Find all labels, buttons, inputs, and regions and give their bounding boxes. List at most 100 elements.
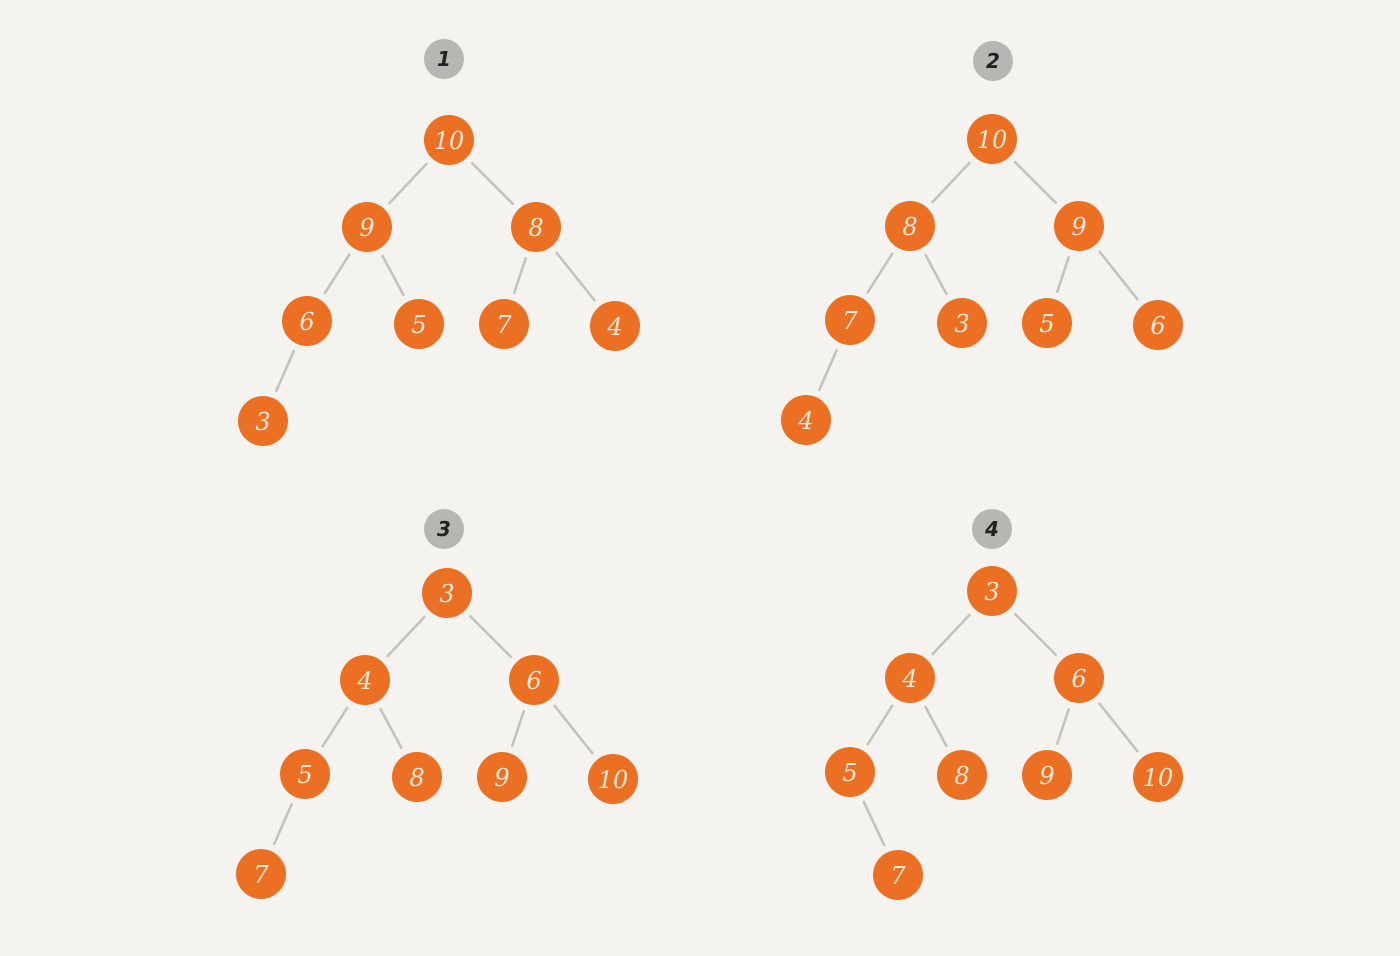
node-label: 10 <box>977 126 1008 154</box>
tree-4-node-3: 6 <box>1054 653 1104 703</box>
node-circle <box>394 299 444 349</box>
node-label: 8 <box>902 213 917 241</box>
node-circle <box>1022 298 1072 348</box>
node-label: 3 <box>984 578 999 606</box>
node-label: 4 <box>797 407 813 435</box>
node-circle <box>588 754 638 804</box>
node-label: 6 <box>526 667 541 695</box>
node-label: 5 <box>297 761 312 789</box>
tree-4-edge-3 <box>866 704 894 746</box>
node-circle <box>238 396 288 446</box>
node-circle <box>781 395 831 445</box>
tree-2-node-2: 8 <box>885 201 935 251</box>
tree-1-badge: 1 <box>424 39 464 79</box>
tree-1-edge-6 <box>555 251 596 302</box>
tree-1-node-4: 6 <box>282 296 332 346</box>
node-label: 4 <box>356 667 372 695</box>
tree-1-node-8: 3 <box>238 396 288 446</box>
node-label: 6 <box>1150 312 1165 340</box>
tree-2-edge-2 <box>1013 161 1057 204</box>
tree-2-node-3: 9 <box>1054 201 1104 251</box>
node-label: 8 <box>528 214 543 242</box>
node-label: 3 <box>954 310 969 338</box>
node-circle <box>422 568 472 618</box>
tree-4-edge-7 <box>862 800 886 847</box>
tree-4-node-2: 4 <box>885 653 935 703</box>
badge-label: 3 <box>437 517 451 541</box>
node-circle <box>479 299 529 349</box>
tree-2-edge-5 <box>1056 255 1070 294</box>
tree-2-edge-1 <box>931 161 971 204</box>
node-circle <box>236 849 286 899</box>
tree-4-edge-6 <box>1098 702 1139 753</box>
tree-4-badge: 4 <box>972 509 1012 549</box>
badge-circle <box>424 509 464 549</box>
tree-4-node-8: 7 <box>873 850 923 900</box>
tree-2-edge-4 <box>924 253 948 296</box>
node-label: 3 <box>255 408 270 436</box>
tree-3-node-5: 8 <box>392 752 442 802</box>
node-label: 4 <box>606 313 622 341</box>
badge-circle <box>973 41 1013 81</box>
badge-label: 4 <box>984 517 999 541</box>
node-label: 8 <box>954 762 969 790</box>
edges-layer <box>272 161 1139 847</box>
tree-3-badge: 3 <box>424 509 464 549</box>
node-label: 9 <box>1039 762 1054 790</box>
tree-4-node-5: 8 <box>937 750 987 800</box>
tree-3-edge-7 <box>272 802 294 846</box>
tree-4-edge-1 <box>931 613 971 656</box>
tree-1-node-5: 5 <box>394 299 444 349</box>
tree-2-node-8: 4 <box>781 395 831 445</box>
node-label: 7 <box>842 307 858 335</box>
tree-3-node-2: 4 <box>340 655 390 705</box>
node-circle <box>509 655 559 705</box>
tree-3-edge-2 <box>468 614 513 659</box>
tree-3-edge-4 <box>379 707 403 750</box>
tree-4-edge-4 <box>924 705 948 748</box>
tree-2-node-5: 3 <box>937 298 987 348</box>
tree-3-edge-6 <box>553 704 594 755</box>
tree-4-node-1: 3 <box>967 566 1017 616</box>
tree-3-edge-1 <box>386 615 426 658</box>
node-circle <box>477 752 527 802</box>
node-circle <box>342 202 392 252</box>
tree-1-edge-3 <box>323 253 351 295</box>
node-circle <box>937 298 987 348</box>
tree-2-node-1: 10 <box>967 114 1017 164</box>
tree-2-badge: 2 <box>973 41 1013 81</box>
tree-2-edge-7 <box>817 348 839 392</box>
tree-1-node-2: 9 <box>342 202 392 252</box>
node-circle <box>590 301 640 351</box>
node-label: 4 <box>901 665 917 693</box>
tree-1-edge-5 <box>512 256 528 295</box>
node-label: 6 <box>299 308 314 336</box>
tree-3-node-8: 7 <box>236 849 286 899</box>
node-label: 7 <box>253 861 269 889</box>
tree-1-node-7: 4 <box>590 301 640 351</box>
tree-1-edge-1 <box>388 162 428 205</box>
node-label: 9 <box>1071 213 1086 241</box>
node-circle <box>885 201 935 251</box>
node-circle <box>873 850 923 900</box>
node-label: 5 <box>411 311 426 339</box>
node-circle <box>937 750 987 800</box>
node-circle <box>825 295 875 345</box>
tree-4-node-6: 9 <box>1022 750 1072 800</box>
tree-3-node-4: 5 <box>280 749 330 799</box>
node-label: 9 <box>359 214 374 242</box>
node-circle <box>282 296 332 346</box>
tree-3-edge-5 <box>510 709 526 748</box>
node-label: 10 <box>598 766 629 794</box>
node-circle <box>825 747 875 797</box>
node-label: 5 <box>1039 310 1054 338</box>
badge-label: 2 <box>986 49 1000 73</box>
tree-3-edge-3 <box>321 706 349 748</box>
tree-4-edge-5 <box>1056 707 1070 746</box>
tree-1-edge-7 <box>274 349 296 393</box>
node-circle <box>1022 750 1072 800</box>
node-circle <box>967 114 1017 164</box>
tree-3-node-1: 3 <box>422 568 472 618</box>
